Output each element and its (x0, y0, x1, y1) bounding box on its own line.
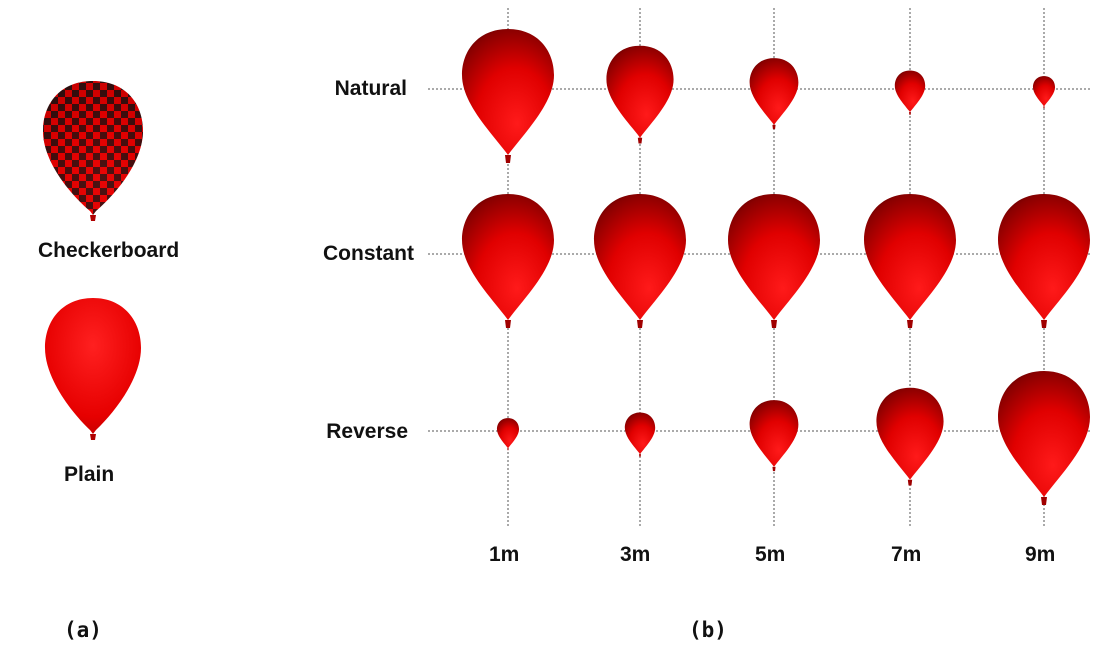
balloon-natural-1m (462, 29, 554, 163)
balloon-natural-3m (606, 45, 674, 144)
balloon-natural-5m (749, 58, 799, 130)
balloon-knot (1043, 106, 1045, 109)
balloon-knot (1041, 320, 1047, 328)
balloon-knot (1041, 497, 1047, 505)
row-label-reverse: Reverse (326, 420, 408, 443)
plain-balloon-knot (90, 434, 96, 440)
plain-balloon (45, 298, 141, 434)
balloon-constant-3m (594, 194, 686, 328)
balloon-reverse-9m (998, 371, 1090, 505)
column-label-9m: 9m (1025, 543, 1056, 566)
balloon-knot (909, 112, 911, 115)
balloon-knot (772, 124, 776, 130)
balloon-constant-1m (462, 194, 554, 328)
column-label-1m: 1m (489, 543, 520, 566)
balloon-reverse-1m (496, 418, 520, 451)
balloon-knot (639, 454, 641, 457)
balloon-constant-5m (728, 194, 820, 328)
panel-a-label: (a) (64, 618, 102, 642)
panel-a-plain (45, 298, 141, 440)
panel-a-checkerboard (43, 81, 143, 221)
balloon-knot (505, 155, 511, 163)
balloon-reverse-3m (624, 412, 656, 457)
checkerboard-caption: Checkerboard (38, 239, 180, 262)
checkerboard-balloon-knot (90, 215, 96, 221)
row-label-constant: Constant (323, 242, 414, 265)
balloon-constant-7m (864, 194, 956, 328)
balloon-natural-7m (894, 70, 926, 115)
balloon-reverse-7m (876, 387, 944, 486)
balloon-reverse-5m (749, 400, 799, 472)
column-label-5m: 5m (755, 543, 786, 566)
balloon-constant-9m (998, 194, 1090, 328)
column-label-3m: 3m (620, 543, 651, 566)
panel-b-label: (b) (689, 618, 727, 642)
balloon-natural-9m (1032, 76, 1056, 109)
balloon-knot (772, 466, 776, 472)
row-label-natural: Natural (334, 77, 407, 100)
balloon-knot (637, 320, 643, 328)
panel-b-balloons (462, 29, 1090, 505)
column-label-7m: 7m (891, 543, 922, 566)
balloon-knot (507, 448, 509, 451)
plain-caption: Plain (64, 463, 115, 486)
balloon-knot (505, 320, 511, 328)
balloon-knot (907, 479, 913, 486)
balloon-knot (637, 137, 643, 144)
balloon-knot (907, 320, 913, 328)
balloon-knot (771, 320, 777, 328)
